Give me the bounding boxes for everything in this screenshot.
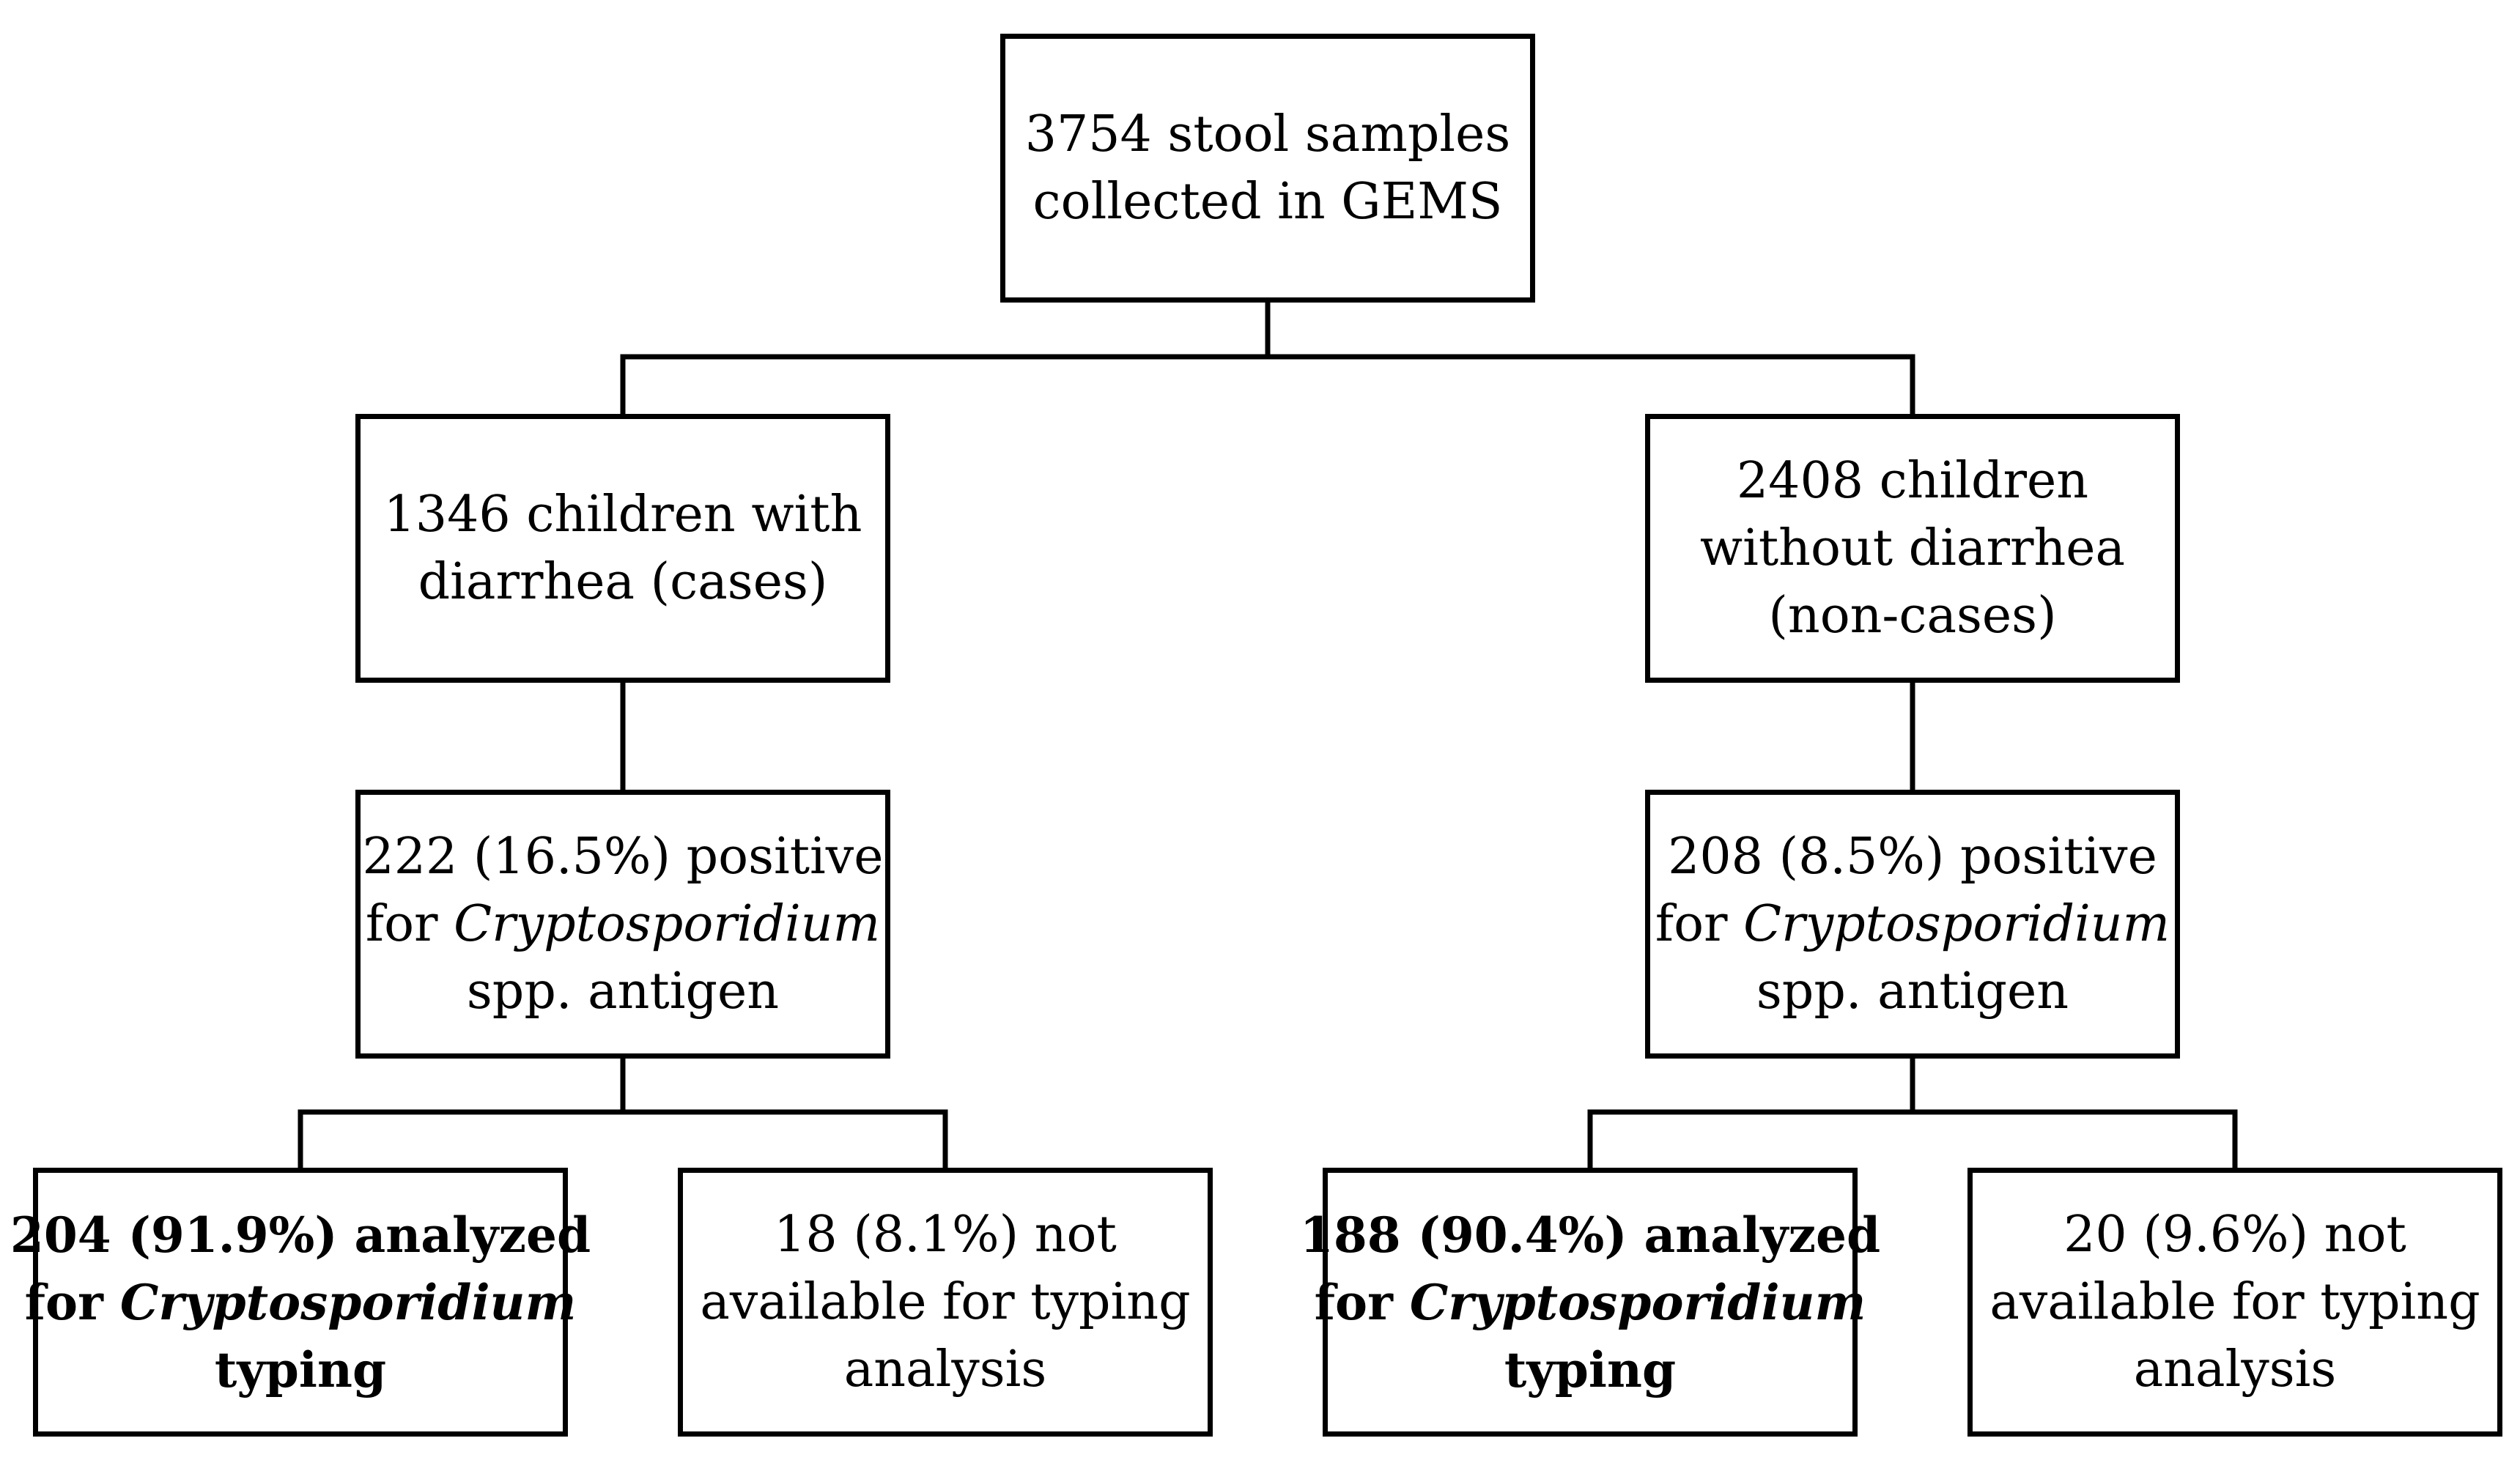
noncases-line-3: (non-cases) [1768,586,2057,645]
positive-cases-for-text: for [365,894,454,953]
noncases-line-2: without diarrhea [1699,519,2126,577]
noncases-line-1: 2408 children [1736,451,2089,510]
positive-noncases-for-text: for [1655,894,1744,953]
analyzed-noncases-line-1: 188 (90.4%) analyzed [1299,1206,1881,1264]
not-available-cases-line-1: 18 (8.1%) not [774,1205,1117,1264]
analyzed-cases-box: 204 (91.9%) analyzed for Cryptosporidium… [10,1168,591,1437]
analyzed-noncases-genus-text: Cryptosporidium [1409,1273,1866,1331]
analyzed-noncases-line-2: for Cryptosporidium [1300,1269,1880,1336]
analyzed-cases-line-1: 204 (91.9%) analyzed [10,1206,591,1264]
not-available-cases-line-3: analysis [843,1340,1047,1398]
positive-noncases-box: 208 (8.5%) positive for Cryptosporidium … [1645,790,2180,1059]
cases-line-1: 1346 children with [383,485,862,544]
positive-cases-line-1: 222 (16.5%) positive [362,827,884,886]
cases-box: 1346 children with diarrhea (cases) [355,414,890,683]
analyzed-cases-genus-text: Cryptosporidium [119,1273,577,1331]
noncases-box: 2408 children without diarrhea (non-case… [1645,414,2180,683]
positive-cases-line-2: for Cryptosporidium [363,891,884,958]
positive-noncases-line-3: spp. antigen [1756,962,2069,1020]
positive-cases-line-3: spp. antigen [466,962,780,1020]
not-available-cases-box: 18 (8.1%) not available for typing analy… [678,1168,1213,1437]
root-line-1: 3754 stool samples [1024,105,1511,163]
analyzed-noncases-for-text: for [1314,1273,1410,1331]
positive-cases-box: 222 (16.5%) positive for Cryptosporidium… [355,790,890,1059]
positive-cases-genus-text: Cryptosporidium [454,894,881,953]
root-line-2: collected in GEMS [1032,172,1503,231]
cases-line-2: diarrhea (cases) [418,552,828,611]
root-samples-box: 3754 stool samples collected in GEMS [1000,34,1535,303]
analyzed-cases-line-2: for Cryptosporidium [10,1269,591,1336]
not-available-cases-line-2: available for typing [700,1272,1191,1331]
not-available-noncases-line-2: available for typing [1989,1272,2480,1331]
positive-noncases-line-2: for Cryptosporidium [1655,891,2170,958]
analyzed-noncases-box: 188 (90.4%) analyzed for Cryptosporidium… [1300,1168,1880,1437]
positive-noncases-genus-text: Cryptosporidium [1743,894,2170,953]
analyzed-noncases-line-3: typing [1504,1341,1677,1398]
not-available-noncases-box: 20 (9.6%) not available for typing analy… [1967,1168,2502,1437]
positive-noncases-line-1: 208 (8.5%) positive [1668,827,2157,886]
analyzed-cases-for-text: for [24,1273,120,1331]
not-available-noncases-line-1: 20 (9.6%) not [2063,1205,2406,1264]
analyzed-cases-line-3: typing [214,1341,387,1398]
not-available-noncases-line-3: analysis [2133,1340,2337,1398]
